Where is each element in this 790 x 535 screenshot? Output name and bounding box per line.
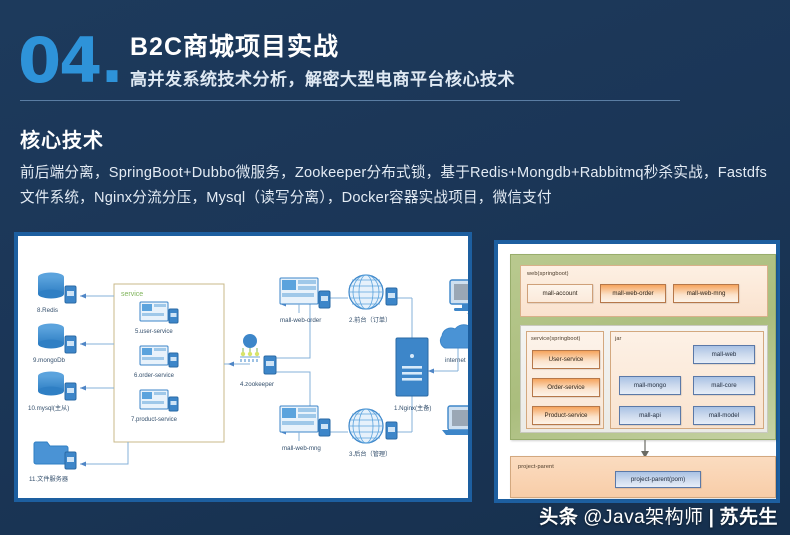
maven-module-diagram: web(springboot) mall-account mall-web-or… — [502, 248, 776, 498]
node-label-mall-web-order: mall-web-order — [280, 317, 321, 324]
left-diagram-panel: service — [14, 232, 472, 502]
node-back-admin: 3.后台（管理） — [348, 408, 398, 458]
node-label-fileserver: 11.文件服务器 — [29, 475, 69, 483]
section-number: 04. — [18, 24, 124, 97]
slide-header: 04. B2C商城项目实战 高并发系统技术分析，解密大型电商平台核心技术 — [0, 18, 790, 110]
node-mysql: 10.mysql(主从) — [28, 371, 77, 412]
node-laptop — [442, 405, 468, 435]
module-mall-model[interactable]: mall-model — [693, 406, 755, 425]
node-desktop — [449, 279, 468, 314]
module-group-parent-label: project-parent — [518, 464, 554, 470]
watermark-separator: | — [708, 507, 715, 528]
module-mall-account[interactable]: mall-account — [527, 284, 593, 303]
core-tech-section: 核心技术 前后端分离，SpringBoot+Dubbo微服务，Zookeeper… — [20, 128, 775, 211]
web-module-row: mall-account mall-web-order mall-web-mng — [527, 284, 739, 303]
right-diagram-panel: web(springboot) mall-account mall-web-or… — [494, 240, 780, 503]
node-mongodb: 9.mongoDb — [33, 323, 77, 364]
node-zookeeper: 4.zookeeper — [240, 334, 277, 388]
module-group-mid: service(springboot) User-service Order-s… — [520, 325, 768, 433]
module-mall-core[interactable]: mall-core — [693, 376, 755, 395]
node-label-front-order: 2.前台（订单） — [349, 316, 391, 324]
node-label-nginx: 1.Nginx(主备) — [394, 404, 431, 412]
node-label-redis: 8.Redis — [37, 307, 58, 314]
node-label-user-service: 5.user-service — [135, 329, 173, 335]
header-divider — [20, 100, 680, 101]
node-label-product-service: 7.product-service — [131, 417, 178, 423]
node-front-order: 2.前台（订单） — [348, 274, 398, 324]
title-block: B2C商城项目实战 高并发系统技术分析，解密大型电商平台核心技术 — [130, 32, 515, 94]
node-redis: 8.Redis — [37, 272, 77, 314]
node-fileserver: 11.文件服务器 — [29, 441, 77, 483]
node-product-service: 7.product-service — [131, 389, 179, 423]
module-group-jar: jar mall-web mall-mongo mall-core mall-a… — [610, 331, 764, 429]
service-box-label: service — [121, 291, 143, 298]
node-label-mongodb: 9.mongoDb — [33, 357, 66, 364]
node-label-zookeeper: 4.zookeeper — [240, 381, 274, 388]
module-mall-api[interactable]: mall-api — [619, 406, 681, 425]
node-label-mysql: 10.mysql(主从) — [28, 404, 69, 412]
module-order-service[interactable]: Order-service — [532, 378, 600, 397]
node-mall-web-order: mall-web-order — [279, 277, 331, 324]
core-tech-heading: 核心技术 — [20, 130, 104, 152]
node-label-internet: internet — [445, 357, 466, 364]
page-title: B2C商城项目实战 — [130, 33, 340, 61]
module-group-web: web(springboot) mall-account mall-web-or… — [520, 265, 768, 317]
module-user-service[interactable]: User-service — [532, 350, 600, 369]
module-group-outer: web(springboot) mall-account mall-web-or… — [510, 254, 776, 440]
core-tech-description: 前后端分离，SpringBoot+Dubbo微服务，Zookeeper分布式锁，… — [20, 165, 767, 206]
node-label-order-service: 6.order-service — [134, 373, 175, 379]
module-group-service-label: service(springboot) — [531, 336, 581, 342]
watermark: 头条@Java架构师|苏先生 — [539, 502, 778, 529]
module-mall-web-mng[interactable]: mall-web-mng — [673, 284, 739, 303]
inheritance-arrow-icon — [641, 440, 649, 458]
node-nginx: 1.Nginx(主备) — [394, 337, 431, 412]
watermark-author: 苏先生 — [719, 507, 778, 528]
module-group-service: service(springboot) User-service Order-s… — [526, 331, 604, 429]
node-label-back-admin: 3.后台（管理） — [349, 450, 391, 458]
deployment-architecture-diagram: service — [28, 272, 468, 483]
module-group-parent: project-parent project-parent(pom) — [510, 456, 776, 498]
watermark-prefix: 头条 — [539, 507, 579, 528]
node-order-service: 6.order-service — [134, 345, 179, 379]
module-mall-web-order[interactable]: mall-web-order — [600, 284, 666, 303]
module-product-service[interactable]: Product-service — [532, 406, 600, 425]
node-internet: internet — [439, 324, 468, 364]
watermark-handle: @Java架构师 — [583, 507, 704, 528]
node-user-service: 5.user-service — [135, 301, 179, 335]
module-mall-web[interactable]: mall-web — [693, 345, 755, 364]
module-project-parent-pom[interactable]: project-parent(pom) — [615, 471, 701, 488]
node-label-mall-web-mng: mall-web-mng — [282, 445, 321, 452]
node-mall-web-mng: mall-web-mng — [279, 405, 331, 452]
module-group-web-label: web(springboot) — [527, 271, 569, 277]
module-group-jar-label: jar — [615, 336, 622, 342]
module-mall-mongo[interactable]: mall-mongo — [619, 376, 681, 395]
page-subtitle: 高并发系统技术分析，解密大型电商平台核心技术 — [130, 70, 515, 89]
